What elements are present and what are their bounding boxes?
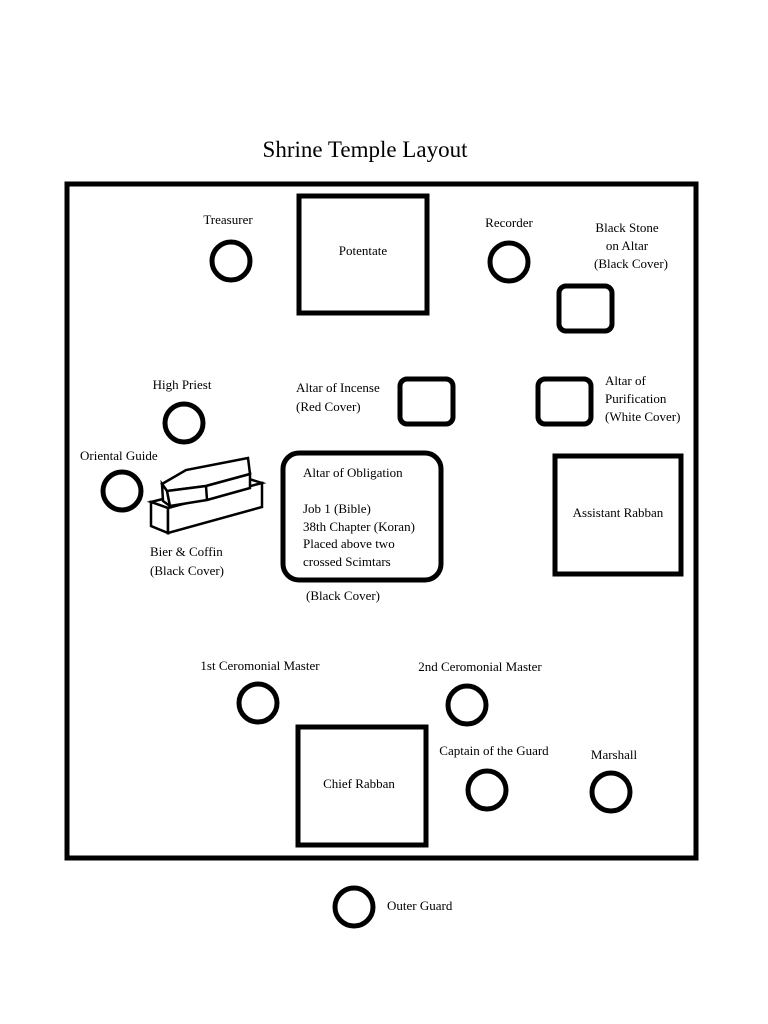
station-altar-incense: Altar of Incense (Red Cover) [296,376,456,427]
recorder-label: Recorder [485,215,533,230]
first-ceremonial-master-label: 1st Ceromonial Master [200,658,320,673]
bier-coffin-label-line1: Bier & Coffin [150,544,223,559]
altar-obligation-line5: Placed above two [303,536,395,551]
first-ceremonial-master-position [236,681,280,725]
station-altar-purification: Altar of Purification (White Cover) [535,373,680,427]
high-priest-label: High Priest [153,377,212,392]
station-potentate: Potentate [296,193,430,316]
altar-purification-box [535,376,594,427]
station-assistant-rabban: Assistant Rabban [552,453,684,577]
station-outer-guard: Outer Guard [332,885,453,929]
marshall-position [589,770,633,814]
potentate-box [296,193,430,316]
outer-guard-position [332,885,376,929]
altar-obligation-line6: crossed Scimtars [303,554,391,569]
treasurer-label: Treasurer [203,212,253,227]
altar-incense-box [397,376,456,427]
station-black-stone-altar: Black Stone on Altar (Black Cover) [556,220,668,334]
altar-obligation-cover-label: (Black Cover) [306,588,380,603]
station-captain-guard: Captain of the Guard [439,743,549,812]
oriental-guide-label: Oriental Guide [80,448,158,463]
outer-guard-label: Outer Guard [387,898,453,913]
station-recorder: Recorder [485,215,533,284]
station-oriental-guide: Oriental Guide [80,448,158,513]
altar-purification-label-line2: Purification [605,391,667,406]
altar-obligation-line1: Altar of Obligation [303,465,403,480]
station-altar-obligation: Altar of Obligation Job 1 (Bible) 38th C… [280,450,444,603]
bier-left-face [149,500,170,535]
coffin-edge [204,485,209,501]
diagram-title: Shrine Temple Layout [263,137,469,162]
altar-purification-label-line1: Altar of [605,373,646,388]
station-second-ceremonial-master: 2nd Ceromonial Master [418,659,542,727]
altar-purification-label-line3: (White Cover) [605,409,680,424]
station-marshall: Marshall [589,747,638,814]
captain-guard-position [465,768,509,812]
black-stone-label-line3: (Black Cover) [594,256,668,271]
station-treasurer: Treasurer [203,212,253,283]
high-priest-position [162,401,206,445]
treasurer-position [209,239,253,283]
captain-guard-label: Captain of the Guard [439,743,549,758]
recorder-position [487,240,531,284]
oriental-guide-position [100,469,144,513]
assistant-rabban-label: Assistant Rabban [573,505,664,520]
altar-incense-label-line2: (Red Cover) [296,399,361,414]
second-ceremonial-master-position [445,683,489,727]
station-high-priest: High Priest [153,377,212,445]
station-chief-rabban: Chief Rabban [295,724,429,848]
black-stone-label-line1: Black Stone [595,220,658,235]
bier-coffin-label-line2: (Black Cover) [150,563,224,578]
bier-coffin-drawing [146,456,267,535]
chief-rabban-box [295,724,429,848]
black-stone-altar-box [556,283,615,334]
altar-incense-label-line1: Altar of Incense [296,380,380,395]
second-ceremonial-master-label: 2nd Ceromonial Master [418,659,542,674]
chief-rabban-label: Chief Rabban [323,776,395,791]
temple-room-border [64,181,699,861]
assistant-rabban-box [552,453,684,577]
altar-obligation-box [280,450,444,583]
black-stone-label-line2: on Altar [606,238,649,253]
altar-obligation-line4: 38th Chapter (Koran) [303,519,415,534]
station-first-ceremonial-master: 1st Ceromonial Master [200,658,320,725]
marshall-label: Marshall [591,747,638,762]
altar-obligation-line3: Job 1 (Bible) [303,501,371,516]
potentate-label: Potentate [339,243,388,258]
